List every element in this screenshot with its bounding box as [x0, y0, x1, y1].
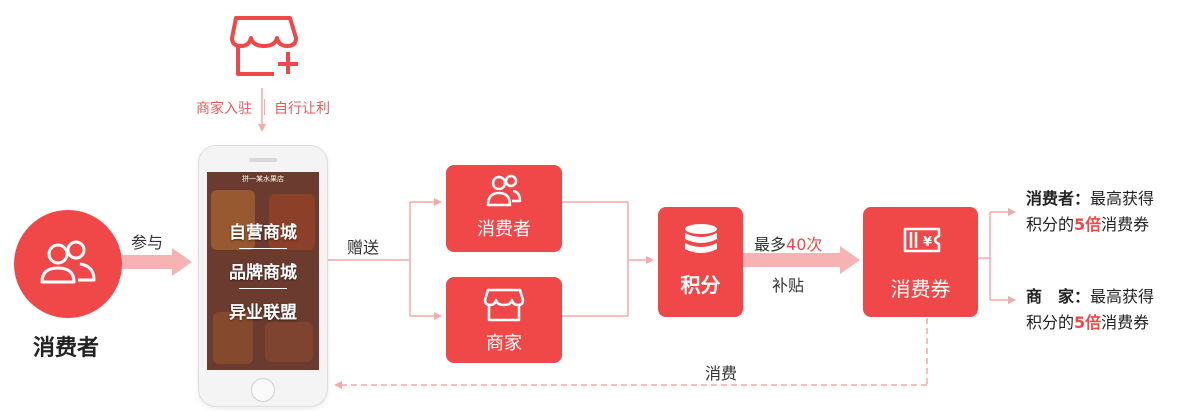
users-icon	[40, 240, 96, 284]
coins-stack-icon	[685, 224, 717, 253]
consumer-result-suffix: 消费券	[1101, 215, 1150, 234]
users-icon	[486, 174, 522, 207]
coupon-ticket-icon: ¥	[903, 227, 941, 253]
consumer-multiplier: 5倍	[1074, 215, 1102, 234]
food-image	[269, 194, 315, 250]
consumer-result: 消费者：最高获得 积分的5倍消费券	[1026, 186, 1154, 238]
subsidy-label: 补贴	[772, 276, 805, 295]
food-image	[211, 190, 255, 250]
merchant-result-text1: 最高获得	[1090, 287, 1155, 306]
merchant-colon: ：	[1074, 287, 1091, 306]
consumer-result-prefix: 积分的	[1026, 215, 1075, 234]
subsidy-prefix: 最多	[754, 235, 787, 254]
coupon-box-label: 消费券	[890, 277, 951, 301]
consumer-box: 消费者	[446, 165, 562, 252]
phone-speaker	[249, 158, 277, 162]
phone-home-button	[251, 378, 275, 402]
merchant-box: 商家	[446, 277, 562, 363]
screen-overlay	[207, 172, 319, 370]
consumer-box-label: 消费者	[477, 219, 531, 240]
merchant-role: 商 家	[1026, 287, 1075, 306]
store-icon	[483, 288, 525, 322]
consumer-result-text1: 最高获得	[1090, 189, 1155, 208]
coupon-box: ¥ 消费券	[863, 207, 978, 317]
merchant-box-label: 商家	[486, 333, 522, 354]
alliance-label: 异业联盟	[229, 303, 297, 323]
points-box: 积分	[658, 207, 743, 317]
subsidy-count-value: 40次	[786, 235, 823, 254]
shop-name: 拼一某水果店	[242, 175, 284, 183]
brand-mall-label: 品牌商城	[229, 263, 297, 283]
store-plus-icon	[230, 16, 298, 76]
phone-divider	[239, 248, 287, 249]
food-image	[213, 312, 253, 364]
svg-text:¥: ¥	[923, 235, 932, 250]
merchant-result: 商 家：最高获得 积分的5倍消费券	[1026, 284, 1154, 336]
points-box-label: 积分	[680, 273, 721, 297]
subsidy-count-label: 最多40次	[754, 231, 822, 255]
merchant-multiplier: 5倍	[1074, 313, 1102, 332]
consumer-avatar	[14, 210, 122, 318]
self-concession-label: 自行让利	[274, 101, 330, 117]
phone-screen: 拼一某水果店 自营商城 品牌商城 异业联盟	[207, 172, 319, 370]
phone-divider	[239, 288, 287, 289]
food-image	[265, 322, 313, 362]
top-label-divider	[264, 99, 265, 115]
participate-label: 参与	[131, 233, 164, 252]
phone-mockup: 拼一某水果店 自营商城 品牌商城 异业联盟	[198, 145, 328, 407]
consumer-title: 消费者	[32, 336, 99, 361]
merchant-result-prefix: 积分的	[1026, 313, 1075, 332]
self-mall-label: 自营商城	[229, 223, 297, 243]
gift-label: 赠送	[347, 238, 380, 257]
consumer-colon: ：	[1074, 189, 1091, 208]
merchant-result-suffix: 消费券	[1101, 313, 1150, 332]
subsidy-arrow	[743, 246, 860, 274]
consume-label: 消费	[705, 364, 738, 383]
merchant-entry-label: 商家入驻	[196, 101, 252, 117]
consumer-role: 消费者	[1026, 189, 1075, 208]
participate-arrow	[122, 248, 192, 276]
